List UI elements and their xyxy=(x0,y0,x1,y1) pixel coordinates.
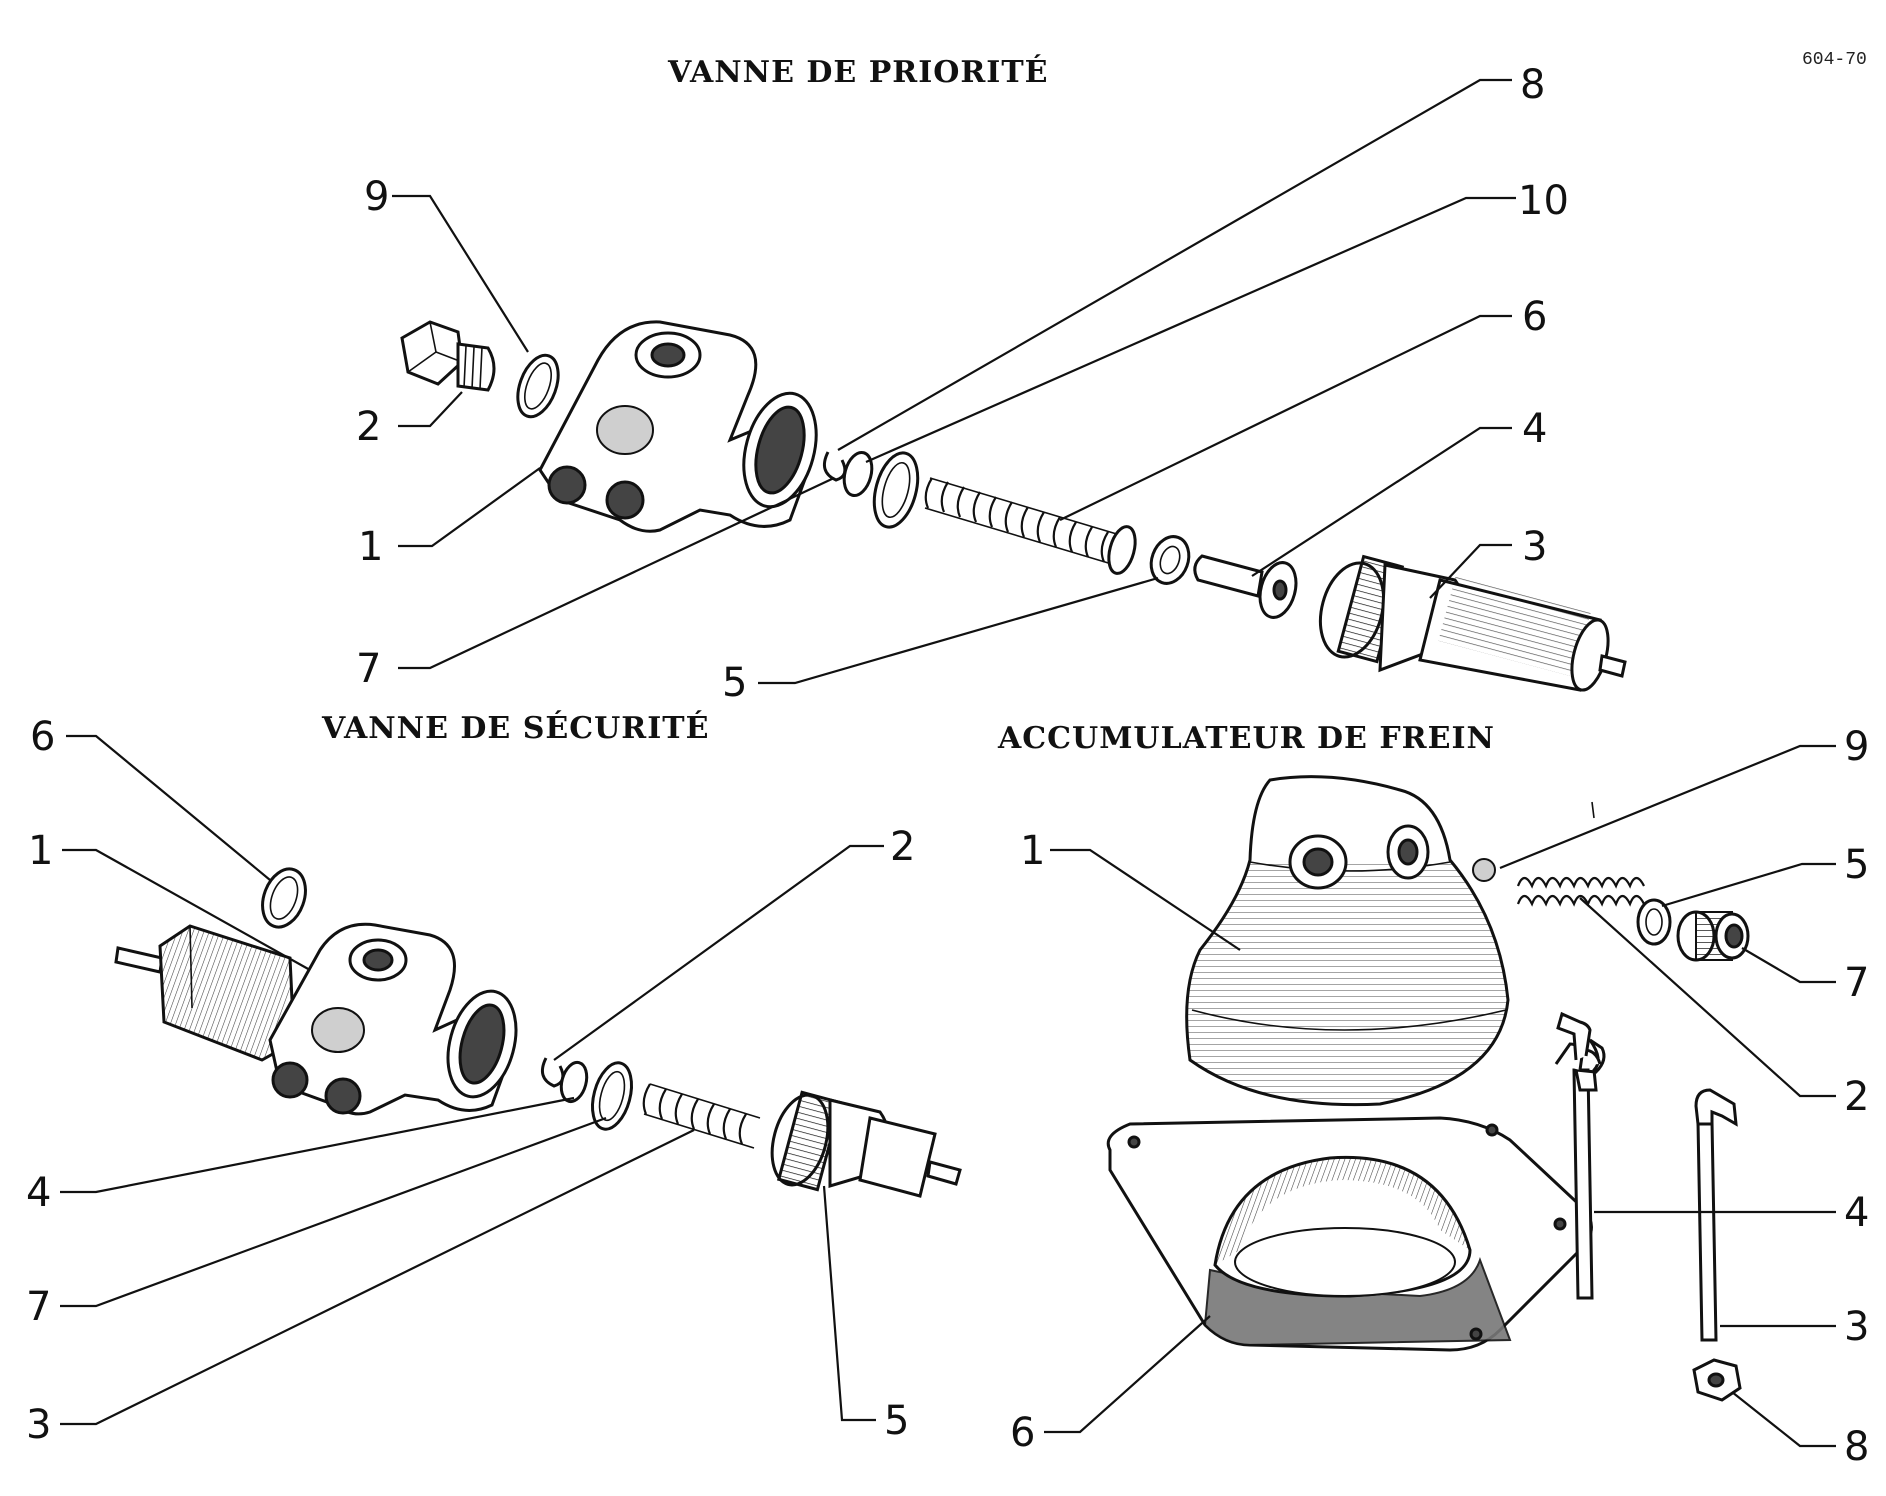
ba-part-dome xyxy=(1185,775,1510,1107)
sv-callout-2: 2 xyxy=(890,824,915,870)
sv-part-plug xyxy=(770,1090,962,1198)
pv-callout-8: 8 xyxy=(1520,62,1545,108)
title-brake-accumulator: ACCUMULATEUR DE FREIN xyxy=(997,721,1495,756)
ba-part-washer xyxy=(1636,898,1672,946)
pv-callout-7: 7 xyxy=(356,646,381,692)
pv-callout-9: 9 xyxy=(364,174,389,220)
pv-part-piston xyxy=(1193,554,1298,619)
sv-part-small-ring xyxy=(559,1060,589,1104)
ba-part-hook-rod xyxy=(1554,1011,1606,1300)
sv-part-seal xyxy=(591,1061,633,1131)
ba-callout-2: 2 xyxy=(1844,1074,1869,1120)
pv-part-seal-ring xyxy=(516,353,560,419)
pv-callout-10: 10 xyxy=(1518,178,1569,224)
sv-part-spring xyxy=(642,1083,761,1149)
ba-callout-9: 9 xyxy=(1844,724,1869,770)
pv-part-clip xyxy=(822,451,847,482)
pv-part-small-ring xyxy=(842,450,874,498)
drawing-reference: 604-70 xyxy=(1802,50,1867,70)
ba-part-ball xyxy=(1472,858,1496,882)
pv-part-washer xyxy=(1149,535,1191,585)
sv-callout-1: 1 xyxy=(28,828,53,874)
pv-callout-3: 3 xyxy=(1522,524,1547,570)
pv-callout-2: 2 xyxy=(356,404,381,450)
title-priority-valve: VANNE DE PRIORITÉ xyxy=(667,54,1049,90)
sv-part-seal-ring xyxy=(261,867,307,929)
pv-callout-5: 5 xyxy=(722,660,747,706)
sv-callout-7: 7 xyxy=(26,1284,51,1330)
pv-callout-6: 6 xyxy=(1522,294,1547,340)
pv-part-seal xyxy=(872,451,920,529)
ba-callout-3: 3 xyxy=(1844,1304,1869,1350)
sv-callout-5: 5 xyxy=(884,1398,909,1444)
title-safety-valve: VANNE DE SÉCURITÉ xyxy=(321,710,709,746)
pv-part-valve-body xyxy=(538,320,818,533)
ba-callout-6: 6 xyxy=(1010,1410,1035,1456)
safety-valve-assembly: 6 1 2 4 7 3 5 xyxy=(26,714,962,1448)
ba-callout-7: 7 xyxy=(1844,960,1869,1006)
pv-part-bolt xyxy=(400,320,496,392)
pv-part-plug xyxy=(1318,554,1627,692)
ba-part-l-bolt xyxy=(1694,1088,1738,1342)
ba-callout-8: 8 xyxy=(1844,1424,1869,1470)
ba-part-spring xyxy=(1516,876,1645,889)
ba-part-flange xyxy=(1106,1116,1593,1352)
pv-callout-4: 4 xyxy=(1522,406,1547,452)
sv-part-valve-body xyxy=(114,922,518,1116)
sv-part-clip xyxy=(540,1057,565,1088)
priority-valve-assembly: 9 2 1 7 8 10 6 4 3 5 xyxy=(356,62,1627,706)
ba-callout-5: 5 xyxy=(1844,842,1869,888)
pv-part-spring xyxy=(924,477,1137,575)
sv-callout-4: 4 xyxy=(26,1170,51,1216)
pv-callout-1: 1 xyxy=(358,524,383,570)
ba-callout-4: 4 xyxy=(1844,1190,1869,1236)
sv-callout-6: 6 xyxy=(30,714,55,760)
brake-accumulator-assembly: 9 1 5 7 2 4 3 8 6 xyxy=(1010,724,1869,1470)
ba-part-plug xyxy=(1676,910,1750,962)
ba-callout-1: 1 xyxy=(1020,828,1045,874)
sv-callout-3: 3 xyxy=(26,1402,51,1448)
